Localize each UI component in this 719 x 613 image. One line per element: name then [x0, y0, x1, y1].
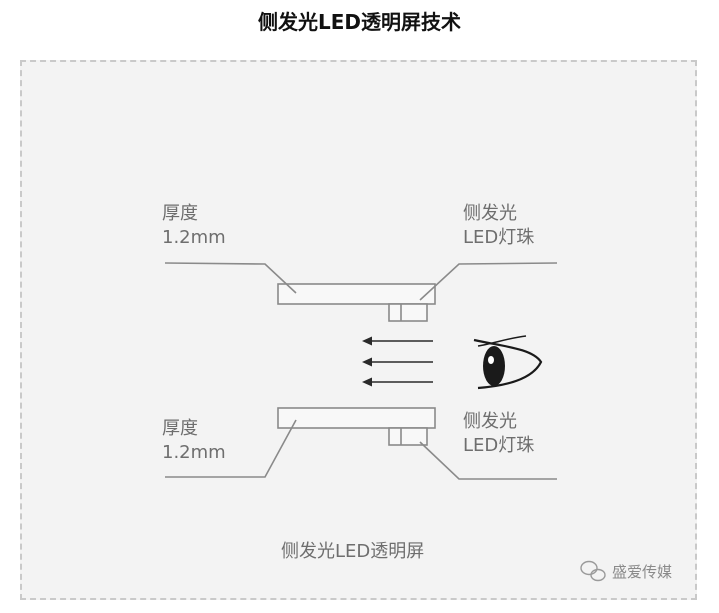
light-arrow — [362, 357, 433, 367]
top-led-leader — [419, 262, 558, 301]
thickness-label-top: 厚度 1.2mm — [162, 202, 226, 250]
bottom-thickness-leader — [165, 419, 297, 478]
light-arrow — [362, 336, 433, 346]
wechat-icon — [580, 560, 606, 582]
bottom-led-bead — [388, 427, 428, 446]
led-label-top-value: LED灯珠 — [463, 227, 535, 248]
diagram-caption: 侧发光LED透明屏 — [281, 541, 425, 562]
led-label-top: 侧发光 LED灯珠 — [463, 202, 534, 250]
top-glass-panel — [277, 283, 436, 305]
eye-icon — [473, 335, 543, 390]
diagram-frame — [20, 60, 697, 600]
thickness-label-bottom-value: 1.2mm — [162, 442, 226, 463]
thickness-label-bottom: 厚度 1.2mm — [162, 417, 226, 465]
light-arrow — [362, 377, 433, 387]
led-label-bottom-title: 侧发光 — [463, 411, 517, 432]
led-label-bottom: 侧发光 LED灯珠 — [463, 410, 534, 458]
bottom-led-leader — [419, 441, 557, 480]
thickness-label-top-title: 厚度 — [162, 203, 198, 224]
watermark-text: 盛爱传媒 — [612, 563, 673, 581]
thickness-label-top-value: 1.2mm — [162, 227, 226, 248]
top-led-bead — [388, 303, 428, 322]
led-label-top-title: 侧发光 — [463, 203, 517, 224]
top-thickness-leader — [164, 262, 297, 294]
thickness-label-bottom-title: 厚度 — [162, 418, 198, 439]
page-title: 侧发光LED透明屏技术 — [257, 10, 461, 34]
led-label-bottom-value: LED灯珠 — [463, 435, 535, 456]
bottom-glass-panel — [277, 407, 436, 429]
